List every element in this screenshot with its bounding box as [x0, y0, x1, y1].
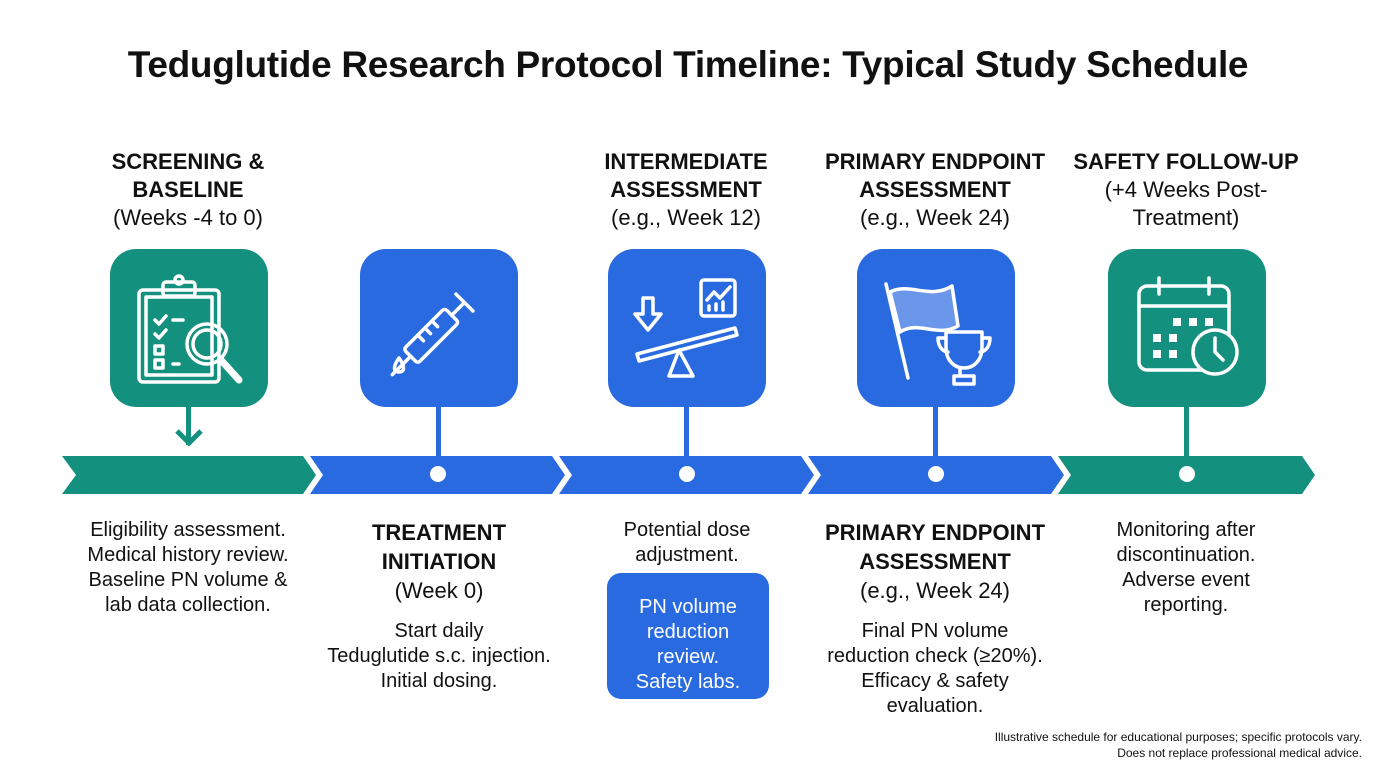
- milestone-dot: [679, 466, 695, 482]
- stage-4-heading-lower: PRIMARY ENDPOINT ASSESSMENT(e.g., Week 2…: [824, 520, 1046, 603]
- timeline-segment-1: [62, 456, 316, 494]
- clipboard-magnifier-icon: [110, 249, 268, 407]
- connector: [1184, 407, 1189, 469]
- dose-adjustment-scale-icon: [608, 249, 766, 407]
- stage-3-heading: INTERMEDIATE ASSESSMENT(e.g., Week 12): [604, 149, 768, 230]
- stage-5-heading: SAFETY FOLLOW-UP(+4 Weeks Post-Treatment…: [1073, 149, 1299, 230]
- milestone-dot: [430, 466, 446, 482]
- connector: [933, 407, 938, 469]
- milestone-dot: [928, 466, 944, 482]
- connector: [684, 407, 689, 469]
- milestone-dot: [1179, 466, 1195, 482]
- syringe-icon: [360, 249, 518, 407]
- stage-1-description: Eligibility assessment.Medical history r…: [87, 519, 289, 616]
- down-arrow-icon: [175, 429, 203, 447]
- calendar-clock-icon: [1108, 249, 1266, 407]
- connector: [436, 407, 441, 469]
- stage-2-heading: TREATMENT INITIATION(Week 0): [371, 520, 507, 603]
- footnote: Illustrative schedule for educational pu…: [994, 730, 1362, 760]
- checkered-flag-trophy-icon: [857, 249, 1015, 407]
- page-title: Teduglutide Research Protocol Timeline: …: [127, 44, 1249, 85]
- connector: [186, 407, 191, 445]
- timeline-band: [62, 456, 1315, 494]
- stage-1-heading: SCREENING & BASELINE(Weeks -4 to 0): [111, 149, 265, 230]
- stage-4-heading: PRIMARY ENDPOINT ASSESSMENT(e.g., Week 2…: [824, 149, 1046, 230]
